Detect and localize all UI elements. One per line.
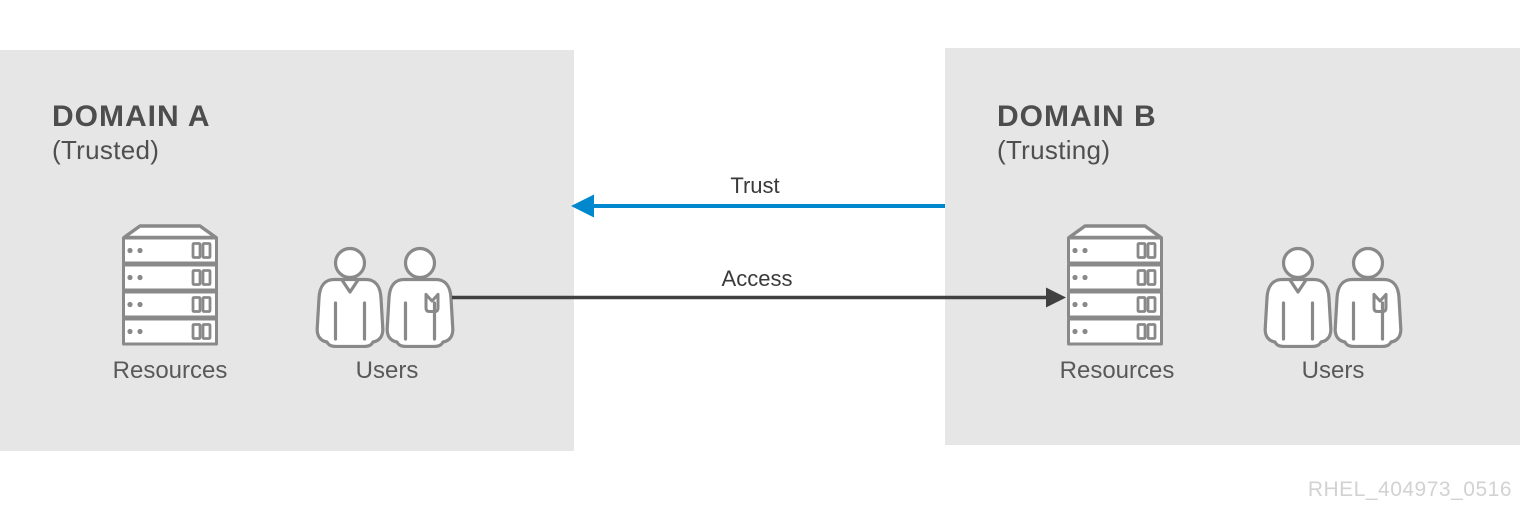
pocket-detail	[1372, 293, 1388, 313]
domain-a-title: DOMAIN A	[52, 100, 211, 133]
domain-b-title: DOMAIN B	[997, 100, 1157, 133]
domain-b-title-block: DOMAIN B (Trusting)	[997, 100, 1157, 167]
domain-b-panel	[945, 48, 1520, 445]
server-rack-icon	[122, 224, 218, 346]
domain-a-subtitle: (Trusted)	[52, 135, 160, 165]
domain-a-resources-label: Resources	[112, 357, 228, 384]
domain-b-resources-label: Resources	[1059, 357, 1175, 384]
v-neck-detail	[340, 278, 360, 294]
trust-arrow-label: Trust	[730, 173, 780, 198]
server-rack-icon	[1067, 224, 1163, 346]
user-icon	[385, 246, 455, 348]
v-neck-detail	[1288, 278, 1308, 294]
access-arrow-label: Access	[721, 266, 793, 291]
user-icon	[1333, 246, 1403, 348]
server-drive-slots	[191, 242, 212, 340]
domain-a-panel	[0, 50, 574, 451]
domain-a-title-block: DOMAIN A (Trusted)	[52, 100, 211, 167]
trust-arrowhead-icon	[571, 194, 594, 218]
domain-b-users-label: Users	[1301, 357, 1365, 384]
figure-id-watermark: RHEL_404973_0516	[1307, 478, 1512, 501]
server-drive-slots	[1136, 242, 1157, 340]
user-icon	[1263, 246, 1333, 348]
pocket-detail	[424, 293, 440, 313]
server-led-dots	[1072, 247, 1088, 335]
domain-b-subtitle: (Trusting)	[997, 135, 1111, 165]
domain-a-users-label: Users	[355, 357, 419, 384]
user-icon	[315, 246, 385, 348]
server-led-dots	[127, 247, 143, 335]
